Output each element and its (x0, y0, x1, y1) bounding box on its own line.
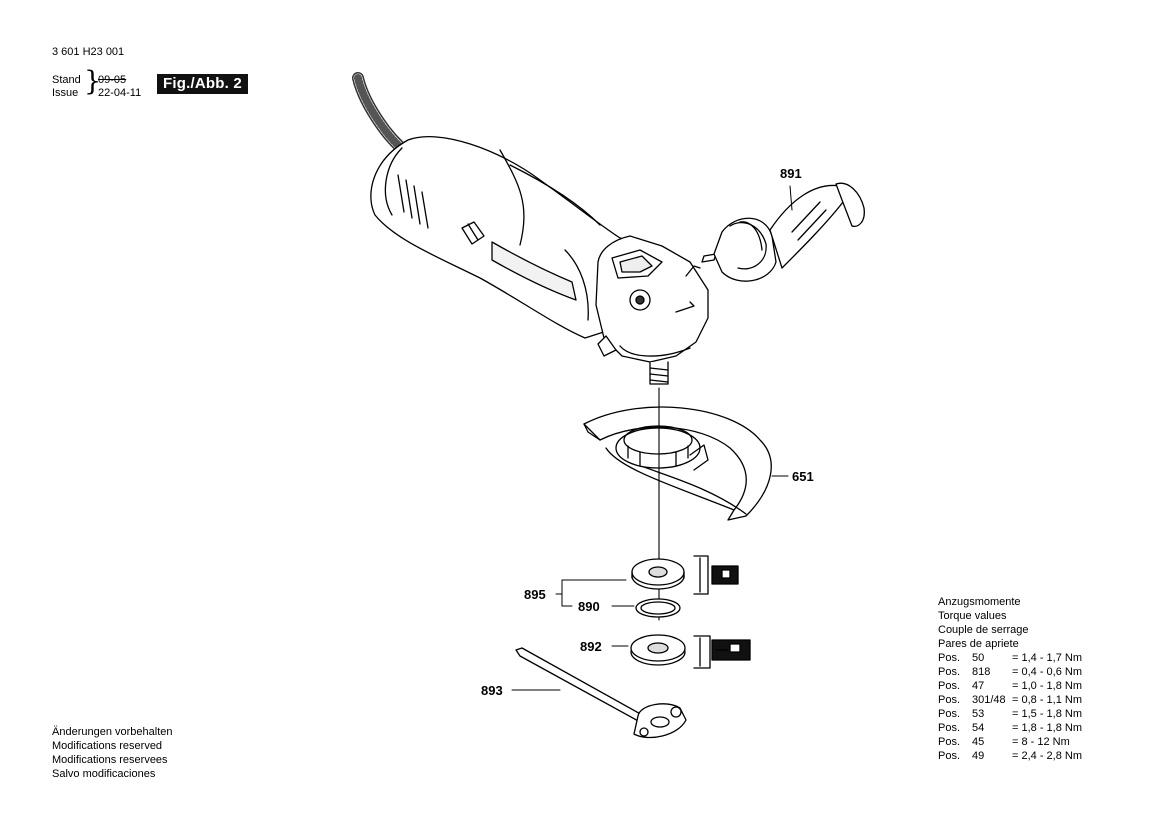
torque-value: = 0,4 - 0,6 Nm (1012, 666, 1083, 678)
torque-pos: 818 (972, 666, 991, 678)
torque-table: Anzugsmomente Torque values Couple de se… (938, 595, 1082, 763)
torque-value: = 1,5 - 1,8 Nm (1012, 708, 1083, 720)
callout-890: 890 (578, 599, 600, 614)
torque-heading: Pares de apriete (938, 638, 1019, 650)
torque-prefix: Pos. (938, 722, 961, 734)
issue-date: 22-04-11 (98, 87, 142, 99)
torque-pos: 301/48 (972, 694, 1006, 706)
figure-badge: Fig./Abb. 2 (157, 74, 248, 94)
torque-row: Pos. 45 = 8 - 12 Nm (938, 735, 1082, 749)
section-icon-892 (693, 635, 751, 669)
torque-row: Pos. 47 = 1,0 - 1,8 Nm (938, 679, 1082, 693)
note-line: Modifications reservees (52, 754, 168, 766)
section-icon-895 (693, 555, 739, 595)
revision-dates: 09-05 22-04-11 (98, 74, 141, 100)
torque-value: = 2,4 - 2,8 Nm (1012, 750, 1083, 762)
o-ring-890 (635, 598, 681, 618)
torque-prefix: Pos. (938, 694, 961, 706)
callout-651: 651 (792, 469, 814, 484)
torque-prefix: Pos. (938, 652, 961, 664)
mounting-flange-892 (630, 634, 686, 666)
auxiliary-handle (701, 182, 865, 282)
gear-head (595, 235, 709, 385)
torque-row: Pos. 818 = 0,4 - 0,6 Nm (938, 665, 1082, 679)
note-line: Änderungen vorbehalten (52, 726, 173, 738)
pin-spanner (515, 647, 687, 739)
callout-893: 893 (481, 683, 503, 698)
torque-pos: 45 (972, 736, 985, 748)
callout-892: 892 (580, 639, 602, 654)
document-number: 3 601 H23 001 (52, 46, 125, 58)
torque-row: Pos. 53 = 1,5 - 1,8 Nm (938, 707, 1082, 721)
torque-row: Pos. 49 = 2,4 - 2,8 Nm (938, 749, 1082, 763)
torque-row: Pos. 50 = 1,4 - 1,7 Nm (938, 651, 1082, 665)
torque-prefix: Pos. (938, 750, 961, 762)
stand-label: Stand (52, 74, 81, 86)
torque-pos: 49 (972, 750, 985, 762)
torque-pos: 47 (972, 680, 985, 692)
torque-value: = 1,0 - 1,8 Nm (1012, 680, 1083, 692)
brace-icon: } (84, 66, 102, 97)
issue-label: Issue (52, 87, 79, 99)
torque-value: = 1,4 - 1,7 Nm (1012, 652, 1083, 664)
torque-value: = 0,8 - 1,1 Nm (1012, 694, 1083, 706)
clamping-nut-895 (631, 558, 685, 590)
torque-pos: 50 (972, 652, 985, 664)
torque-value: = 8 - 12 Nm (1012, 736, 1070, 748)
torque-heading: Anzugsmomente (938, 596, 1021, 608)
wheel-guard (583, 406, 772, 521)
torque-heading: Torque values (938, 610, 1007, 622)
torque-row: Pos. 301/48 = 0,8 - 1,1 Nm (938, 693, 1082, 707)
torque-heading: Couple de serrage (938, 624, 1029, 636)
revision-labels: Stand Issue (52, 74, 81, 100)
torque-pos: 53 (972, 708, 985, 720)
leader-lines (511, 185, 793, 691)
stand-date: 09-05 (98, 74, 127, 86)
grinder-housing (370, 136, 651, 339)
callout-891: 891 (780, 166, 802, 181)
torque-headings: Anzugsmomente Torque values Couple de se… (938, 595, 1082, 651)
torque-row: Pos. 54 = 1,8 - 1,8 Nm (938, 721, 1082, 735)
torque-value: = 1,8 - 1,8 Nm (1012, 722, 1083, 734)
callout-895: 895 (524, 587, 546, 602)
torque-prefix: Pos. (938, 736, 961, 748)
torque-prefix: Pos. (938, 680, 961, 692)
torque-prefix: Pos. (938, 708, 961, 720)
torque-prefix: Pos. (938, 666, 961, 678)
note-line: Modifications reserved (52, 740, 163, 752)
torque-pos: 54 (972, 722, 985, 734)
note-line: Salvo modificaciones (52, 768, 156, 780)
modification-notes: Änderungen vorbehalten Modifications res… (52, 725, 172, 781)
